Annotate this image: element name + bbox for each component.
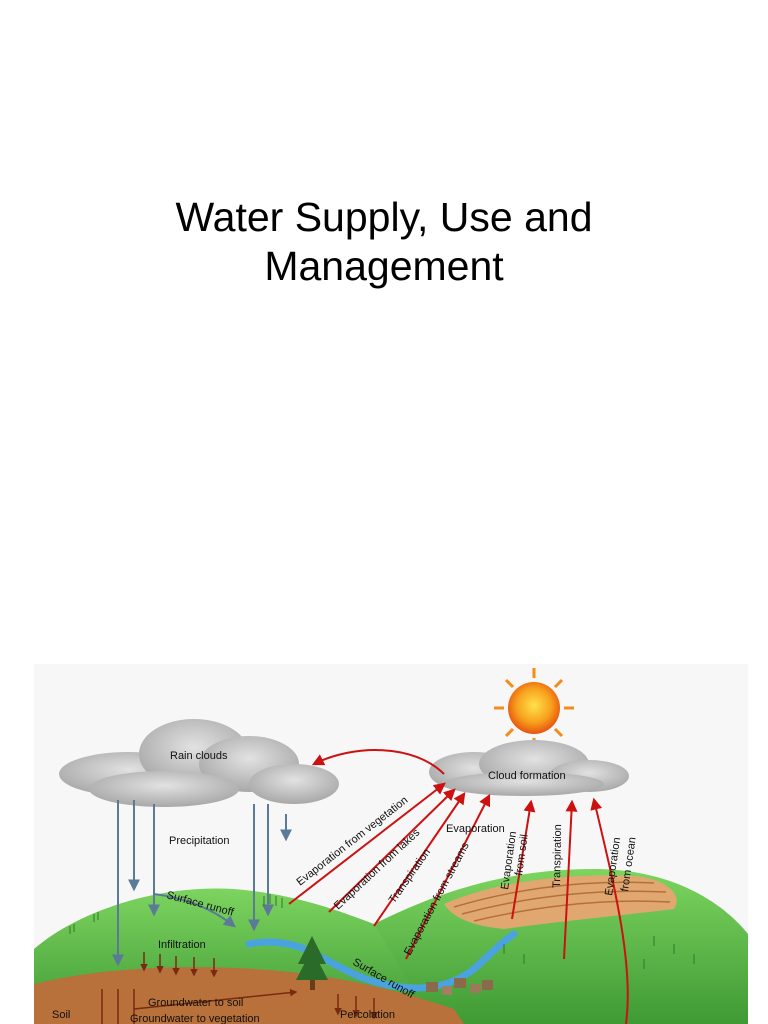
plowed-field [444, 875, 677, 929]
slide-title: Water Supply, Use and Management [0, 193, 768, 291]
label-infiltration: Infiltration [158, 939, 206, 951]
cloud-transport-arrow [311, 749, 445, 775]
transpiration-arrow-1 [373, 792, 466, 927]
label-cloud-formation: Cloud formation [488, 770, 566, 782]
evap-lakes-arrow [328, 788, 456, 913]
cloud-formation-icon [429, 740, 629, 796]
title-line-1: Water Supply, Use and [175, 194, 593, 240]
evap-streams-arrow [405, 793, 491, 960]
label-groundwater-to-vegetation: Groundwater to vegetation [130, 1013, 260, 1024]
transpiration-arrow-2 [563, 799, 578, 960]
stream [245, 930, 518, 992]
label-soil: Soil [52, 1009, 70, 1021]
label-evaporation-from-soil-2: from soil [513, 834, 531, 877]
groundwater-to-soil-arrow [133, 988, 298, 1010]
water-cycle-diagram: Rain clouds Cloud formation [34, 664, 748, 1024]
label-evaporation: Evaporation [446, 823, 505, 835]
grass-tufts [69, 894, 695, 969]
village-icon [426, 978, 493, 995]
label-transpiration-2: Transpiration [551, 824, 564, 888]
evap-vegetation-arrow [288, 782, 446, 905]
label-precipitation: Precipitation [169, 835, 230, 847]
evap-soil-arrow [511, 799, 536, 920]
label-groundwater-to-soil: Groundwater to soil [148, 997, 243, 1009]
label-rain-clouds: Rain clouds [170, 750, 228, 762]
title-line-2: Management [264, 243, 504, 289]
label-percolation: Percolation [340, 1009, 395, 1021]
surface-runoff-arrow [153, 893, 236, 928]
rain-clouds-icon [59, 719, 339, 807]
evap-ocean-arrow [590, 797, 629, 1024]
tree-icon [296, 936, 328, 990]
